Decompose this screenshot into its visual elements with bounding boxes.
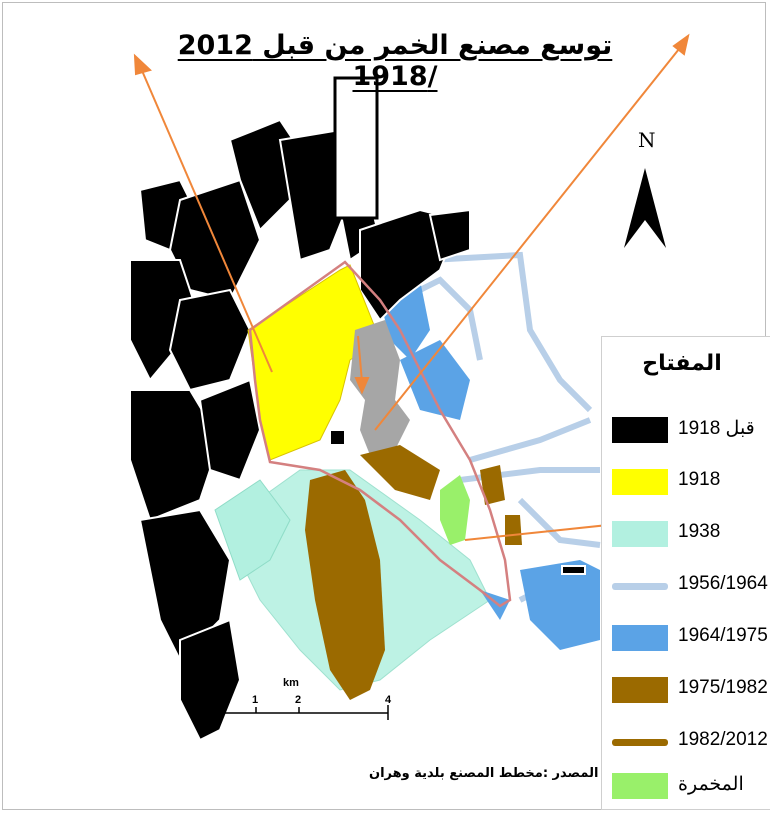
legend-item: 1918 <box>602 461 770 501</box>
source-note: المصدر :مخطط المصنع بلدية وهران <box>369 766 599 781</box>
legend-swatch <box>612 417 668 443</box>
factory-boundary <box>248 260 512 608</box>
legend-item: 1982/2012 <box>602 721 770 761</box>
legend-swatch <box>612 739 668 746</box>
legend-label: 1982/2012 <box>678 729 768 750</box>
legend-swatch <box>612 677 668 703</box>
legend-swatch <box>612 469 668 495</box>
scale-bar <box>211 705 389 720</box>
legend-label: قبل 1918 <box>678 418 755 439</box>
north-label: N <box>638 128 656 152</box>
legend-label: 1956/1964 <box>678 573 768 594</box>
legend-item: 1938 <box>602 513 770 553</box>
legend-label: 1918 <box>678 469 721 490</box>
legend-swatch <box>612 521 668 547</box>
legend-item: 1975/1982 <box>602 669 770 709</box>
north-arrow-icon <box>624 168 666 248</box>
legend-label: 1938 <box>678 521 721 542</box>
block-outline <box>333 76 379 220</box>
scale-tick-0: 0 <box>207 703 214 715</box>
legend-label: المخمرة <box>678 774 744 795</box>
legend: المفتاح قبل 1918 1918 1938 1956/1964 196… <box>601 336 770 810</box>
legend-label: 1964/1975 <box>678 625 768 646</box>
area-brewery <box>440 475 470 545</box>
legend-swatch <box>612 773 668 799</box>
legend-item: 1956/1964 <box>602 565 770 605</box>
legend-swatch <box>612 583 668 590</box>
legend-item: قبل 1918 <box>602 409 770 449</box>
scale-tick-2: 2 <box>295 694 302 706</box>
legend-item: 1964/1975 <box>602 617 770 657</box>
area-1975-1982 <box>305 445 522 700</box>
map-title: توسع مصنع الخمر من قبل 2012 /1918 <box>177 30 613 92</box>
legend-label: 1975/1982 <box>678 677 768 698</box>
legend-item: المخمرة <box>602 765 770 805</box>
scale-unit: km <box>283 677 299 689</box>
area-industry <box>350 320 410 455</box>
scale-tick-3: 4 <box>385 694 392 706</box>
legend-swatch <box>612 625 668 651</box>
scale-tick-1: 1 <box>252 694 259 706</box>
legend-title: المفتاح <box>642 351 722 376</box>
